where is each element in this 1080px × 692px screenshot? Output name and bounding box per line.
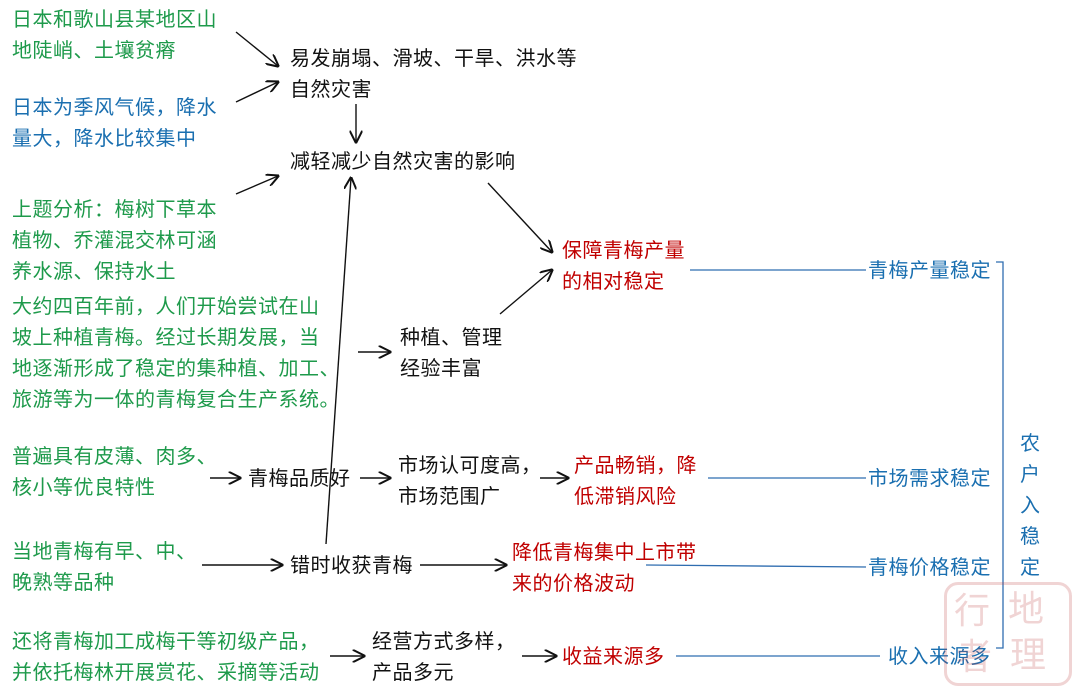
- node-business-line: 产品多元: [372, 660, 454, 684]
- node-traits-line: 普遍具有皮薄、肉多、: [12, 444, 217, 468]
- node-hazards-line: 自然灾害: [290, 77, 372, 101]
- node-yield-effect-line: 保障青梅产量: [562, 238, 685, 262]
- node-price-effect-line: 来的价格波动: [512, 571, 635, 595]
- node-market-line: 市场认可度高，: [398, 453, 542, 477]
- node-harvest-line: 错时收获青梅: [290, 553, 413, 577]
- node-hazards: 易发崩塌、滑坡、干旱、洪水等 自然灾害: [290, 43, 577, 105]
- link-price-to-result: [645, 564, 867, 568]
- node-sales-effect-line: 产品畅销，降: [574, 453, 697, 477]
- node-quality: 青梅品质好: [248, 463, 351, 494]
- node-experience-line: 经验丰富: [400, 356, 482, 380]
- node-reduce: 减轻减少自然灾害的影响: [290, 146, 516, 177]
- node-income-effect-line: 收益来源多: [562, 644, 665, 668]
- node-traits: 普遍具有皮薄、肉多、 核小等优良特性: [12, 441, 217, 503]
- node-history-line: 旅游等为一体的青梅复合生产系统。: [12, 387, 340, 411]
- node-sales-effect-line: 低滞销风险: [574, 484, 677, 508]
- node-climate-line: 量大，降水比较集中: [12, 126, 197, 150]
- node-analysis-line: 上题分析：梅树下草本: [12, 197, 217, 221]
- node-terrain-line: 日本和歌山县某地区山: [12, 7, 217, 31]
- node-climate: 日本为季风气候，降水 量大，降水比较集中: [12, 92, 217, 154]
- conclusion-stable-income: 农 户 入 稳 定: [1020, 431, 1040, 579]
- node-varieties: 当地青梅有早、中、 晚熟等品种: [12, 536, 197, 598]
- result-income-multi: 收入来源多: [888, 644, 991, 668]
- arrow-terrain-to-hazards: [235, 31, 278, 66]
- node-market: 市场认可度高， 市场范围广: [398, 450, 542, 512]
- node-climate-line: 日本为季风气候，降水: [12, 95, 217, 119]
- node-income-effect: 收益来源多: [562, 641, 665, 672]
- node-traits-line: 核小等优良特性: [12, 475, 156, 499]
- node-history-line: 地逐渐形成了稳定的集种植、加工、: [12, 356, 340, 380]
- node-yield-effect: 保障青梅产量 的相对稳定: [562, 235, 685, 297]
- node-varieties-line: 晚熟等品种: [12, 570, 115, 594]
- node-price-effect: 降低青梅集中上市带 来的价格波动: [512, 537, 697, 599]
- result-price-stable: 青梅价格稳定: [868, 555, 991, 579]
- node-price-effect-line: 降低青梅集中上市带: [512, 540, 697, 564]
- node-processing: 还将青梅加工成梅干等初级产品， 并依托梅林开展赏花、采摘等活动: [12, 626, 320, 688]
- node-history: 大约四百年前，人们开始尝试在山 坡上种植青梅。经过长期发展，当 地逐渐形成了稳定…: [12, 291, 340, 415]
- node-analysis-line: 养水源、保持水土: [12, 259, 176, 283]
- bracket-results: [996, 261, 1004, 649]
- node-experience: 种植、管理 经验丰富: [400, 322, 503, 384]
- arrow-reduce-to-yield: [487, 182, 552, 252]
- node-experience-line: 种植、管理: [400, 325, 503, 349]
- node-history-line: 大约四百年前，人们开始尝试在山: [12, 294, 320, 318]
- arrow-harvest-to-reduce: [325, 178, 351, 545]
- node-business-line: 经营方式多样，: [372, 629, 516, 653]
- node-varieties-line: 当地青梅有早、中、: [12, 539, 197, 563]
- watermark-seal: 行 地 者 理: [944, 582, 1072, 686]
- node-processing-line: 还将青梅加工成梅干等初级产品，: [12, 629, 320, 653]
- node-business: 经营方式多样， 产品多元: [372, 626, 516, 688]
- node-market-line: 市场范围广: [398, 484, 501, 508]
- node-harvest: 错时收获青梅: [290, 550, 413, 581]
- arrow-climate-to-hazards: [235, 82, 278, 103]
- result-demand-stable: 市场需求稳定: [868, 466, 991, 490]
- arrow-experience-to-yield: [499, 270, 552, 315]
- node-sales-effect: 产品畅销，降 低滞销风险: [574, 450, 697, 512]
- node-reduce-line: 减轻减少自然灾害的影响: [290, 149, 516, 173]
- node-quality-line: 青梅品质好: [248, 466, 351, 490]
- node-history-line: 坡上种植青梅。经过长期发展，当: [12, 325, 320, 349]
- node-terrain-line: 地陡峭、土壤贫瘠: [12, 38, 176, 62]
- node-yield-effect-line: 的相对稳定: [562, 269, 665, 293]
- arrow-analysis-to-reduce: [235, 176, 278, 195]
- node-analysis-line: 植物、乔灌混交林可涵: [12, 228, 217, 252]
- node-hazards-line: 易发崩塌、滑坡、干旱、洪水等: [290, 46, 577, 70]
- result-yield-stable: 青梅产量稳定: [868, 258, 991, 282]
- node-analysis: 上题分析：梅树下草本 植物、乔灌混交林可涵 养水源、保持水土: [12, 194, 217, 287]
- watermark-frame: [944, 582, 1072, 686]
- node-terrain: 日本和歌山县某地区山 地陡峭、土壤贫瘠: [12, 4, 217, 66]
- node-processing-line: 并依托梅林开展赏花、采摘等活动: [12, 660, 320, 684]
